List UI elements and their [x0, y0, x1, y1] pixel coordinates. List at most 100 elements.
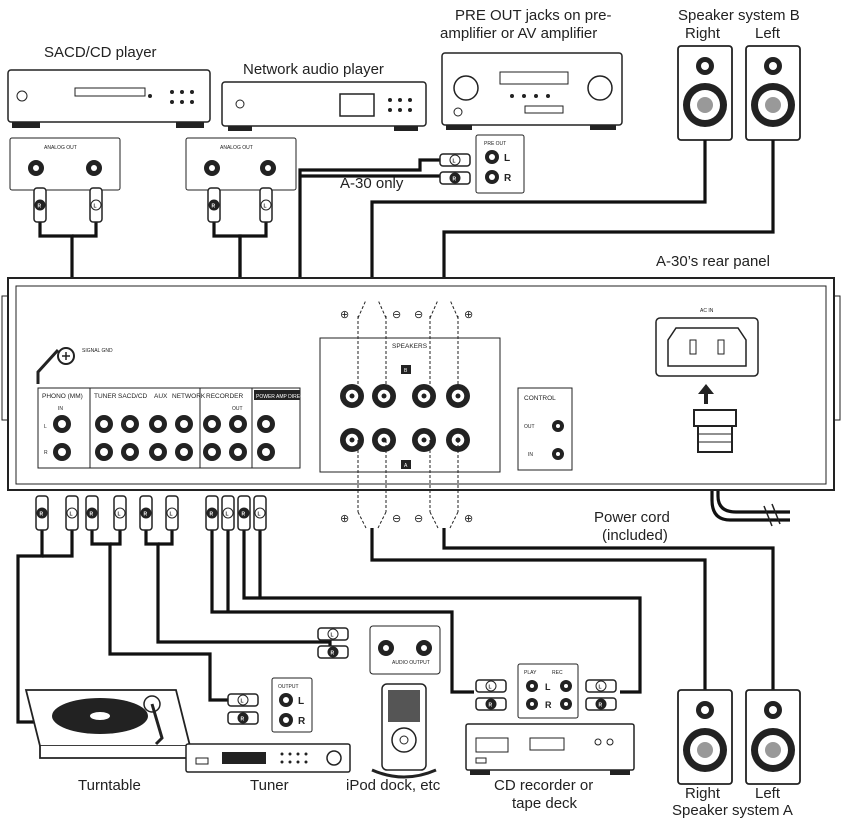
svg-text:R: R — [38, 204, 42, 210]
svg-text:⊕: ⊕ — [464, 513, 473, 525]
ipod-dock-label: iPod dock, etc — [346, 777, 441, 794]
svg-text:L: L — [70, 512, 73, 518]
cd-recorder — [465, 723, 635, 775]
phono-label: PHONO (MM) — [42, 393, 83, 400]
rca-plug: R — [139, 495, 153, 531]
aux-input-label: AUX — [154, 393, 168, 400]
rca-plug: R — [205, 495, 219, 531]
analog-out-label: ANALOG OUT — [44, 145, 77, 151]
speaker-b-right — [677, 45, 733, 141]
svg-text:⊖: ⊖ — [392, 309, 401, 321]
network-analog-out: ANALOG OUT — [185, 137, 297, 191]
rca-plug: L — [227, 693, 259, 707]
rca-plug: L — [221, 495, 235, 531]
rca-plug: R — [237, 495, 251, 531]
svg-text:⊕: ⊕ — [340, 309, 349, 321]
svg-text:R: R — [331, 651, 335, 657]
signal-gnd-label: SIGNAL GND — [82, 348, 113, 354]
svg-text:L: L — [599, 685, 602, 691]
pre-out-label-line2: amplifier or AV amplifier — [440, 25, 597, 42]
control-in-label: IN — [528, 452, 533, 458]
pre-out-jack-label: PRE OUT — [484, 141, 506, 147]
svg-text:L: L — [170, 512, 173, 518]
rec-r: R — [545, 700, 552, 710]
svg-text:L: L — [226, 512, 229, 518]
phono-in-label: IN — [58, 406, 63, 412]
svg-text:⊖: ⊖ — [392, 513, 401, 525]
av-amplifier — [441, 52, 623, 130]
rca-plug: R — [317, 645, 349, 659]
svg-text:L: L — [453, 159, 456, 165]
speaker-b-marker: B — [404, 368, 408, 374]
power-cord-label-line1: Power cord — [594, 509, 670, 526]
rear-panel-label: A-30’s rear panel — [656, 253, 770, 270]
rca-plug: L — [89, 187, 103, 223]
panel-l: L — [44, 424, 47, 430]
svg-text:L: L — [94, 204, 97, 210]
tuner-out-r: R — [298, 716, 306, 727]
speaker-a-left — [745, 689, 801, 785]
recorder-label: RECORDER — [206, 393, 244, 400]
pre-out-r: R — [504, 173, 512, 184]
pre-out-label-line1: PRE OUT jacks on pre- — [455, 7, 611, 24]
pre-out-l: L — [504, 153, 510, 164]
svg-text:L: L — [258, 512, 261, 518]
rca-plug: R — [585, 697, 617, 711]
rca-plug: R — [227, 711, 259, 725]
tuner-output-label: OUTPUT — [278, 684, 299, 690]
pre-out-jacks: PRE OUT L R — [475, 134, 525, 194]
sacd-cd-player — [7, 69, 211, 128]
svg-text:R: R — [40, 512, 44, 518]
cd-recorder-label-line2: tape deck — [512, 795, 578, 812]
speaker-b-right-label: Right — [685, 25, 721, 42]
rca-plug: L — [253, 495, 267, 531]
recorder-play-rec-jacks: PLAY REC L R — [517, 663, 579, 719]
tuner-out-l: L — [298, 696, 304, 707]
speaker-binding-posts — [340, 384, 470, 452]
svg-text:R: R — [599, 703, 603, 709]
svg-text:R: R — [489, 703, 493, 709]
network-audio-player — [221, 81, 427, 131]
svg-text:L: L — [264, 204, 267, 210]
audio-output-label: AUDIO OUTPUT — [392, 660, 430, 666]
input-terminals: PHONO (MM) TUNER SACD/CD AUX NETWORK REC… — [37, 387, 307, 469]
power-cord-label-line2: (included) — [602, 527, 668, 544]
signal-gnd-terminal: SIGNAL GND — [36, 347, 113, 384]
speaker-b-title: Speaker system B — [678, 7, 800, 24]
rca-plug: L — [165, 495, 179, 531]
rca-plug: L — [317, 627, 349, 641]
rca-plug: L — [439, 153, 471, 167]
rca-plug: L — [65, 495, 79, 531]
tuner-label: Tuner — [250, 777, 289, 794]
rca-plug: L — [475, 679, 507, 693]
svg-text:⊖: ⊖ — [414, 513, 423, 525]
sacd-analog-out: ANALOG OUT — [9, 137, 121, 191]
network-input-label: NETWORK — [172, 393, 206, 400]
a30-only-label: A-30 only — [340, 175, 404, 192]
speaker-a-right-label: Right — [685, 785, 721, 802]
turntable — [24, 689, 192, 759]
control-label: CONTROL — [524, 395, 556, 402]
svg-text:⊕: ⊕ — [464, 309, 473, 321]
turntable-label: Turntable — [78, 777, 141, 794]
svg-text:R: R — [212, 204, 216, 210]
svg-text:R: R — [144, 512, 148, 518]
svg-text:L: L — [118, 512, 121, 518]
svg-text:R: R — [210, 512, 214, 518]
rca-plug: L — [259, 187, 273, 223]
panel-r: R — [44, 450, 48, 456]
cd-recorder-label-line1: CD recorder or — [494, 777, 593, 794]
tuner-input-label: TUNER — [94, 393, 117, 400]
power-amp-direct-label: POWER AMP DIRECT — [256, 394, 307, 400]
input-jacks — [53, 415, 275, 461]
speaker-a-marker: A — [404, 463, 408, 469]
speaker-b-left-label: Left — [755, 25, 781, 42]
svg-text:R: R — [453, 177, 457, 183]
rca-plug: R — [85, 495, 99, 531]
rec-label: REC — [552, 670, 563, 676]
speaker-a-title: Speaker system A — [672, 802, 793, 818]
analog-out-label: ANALOG OUT — [220, 145, 253, 151]
rca-plug: R — [439, 171, 471, 185]
svg-text:L: L — [489, 685, 492, 691]
